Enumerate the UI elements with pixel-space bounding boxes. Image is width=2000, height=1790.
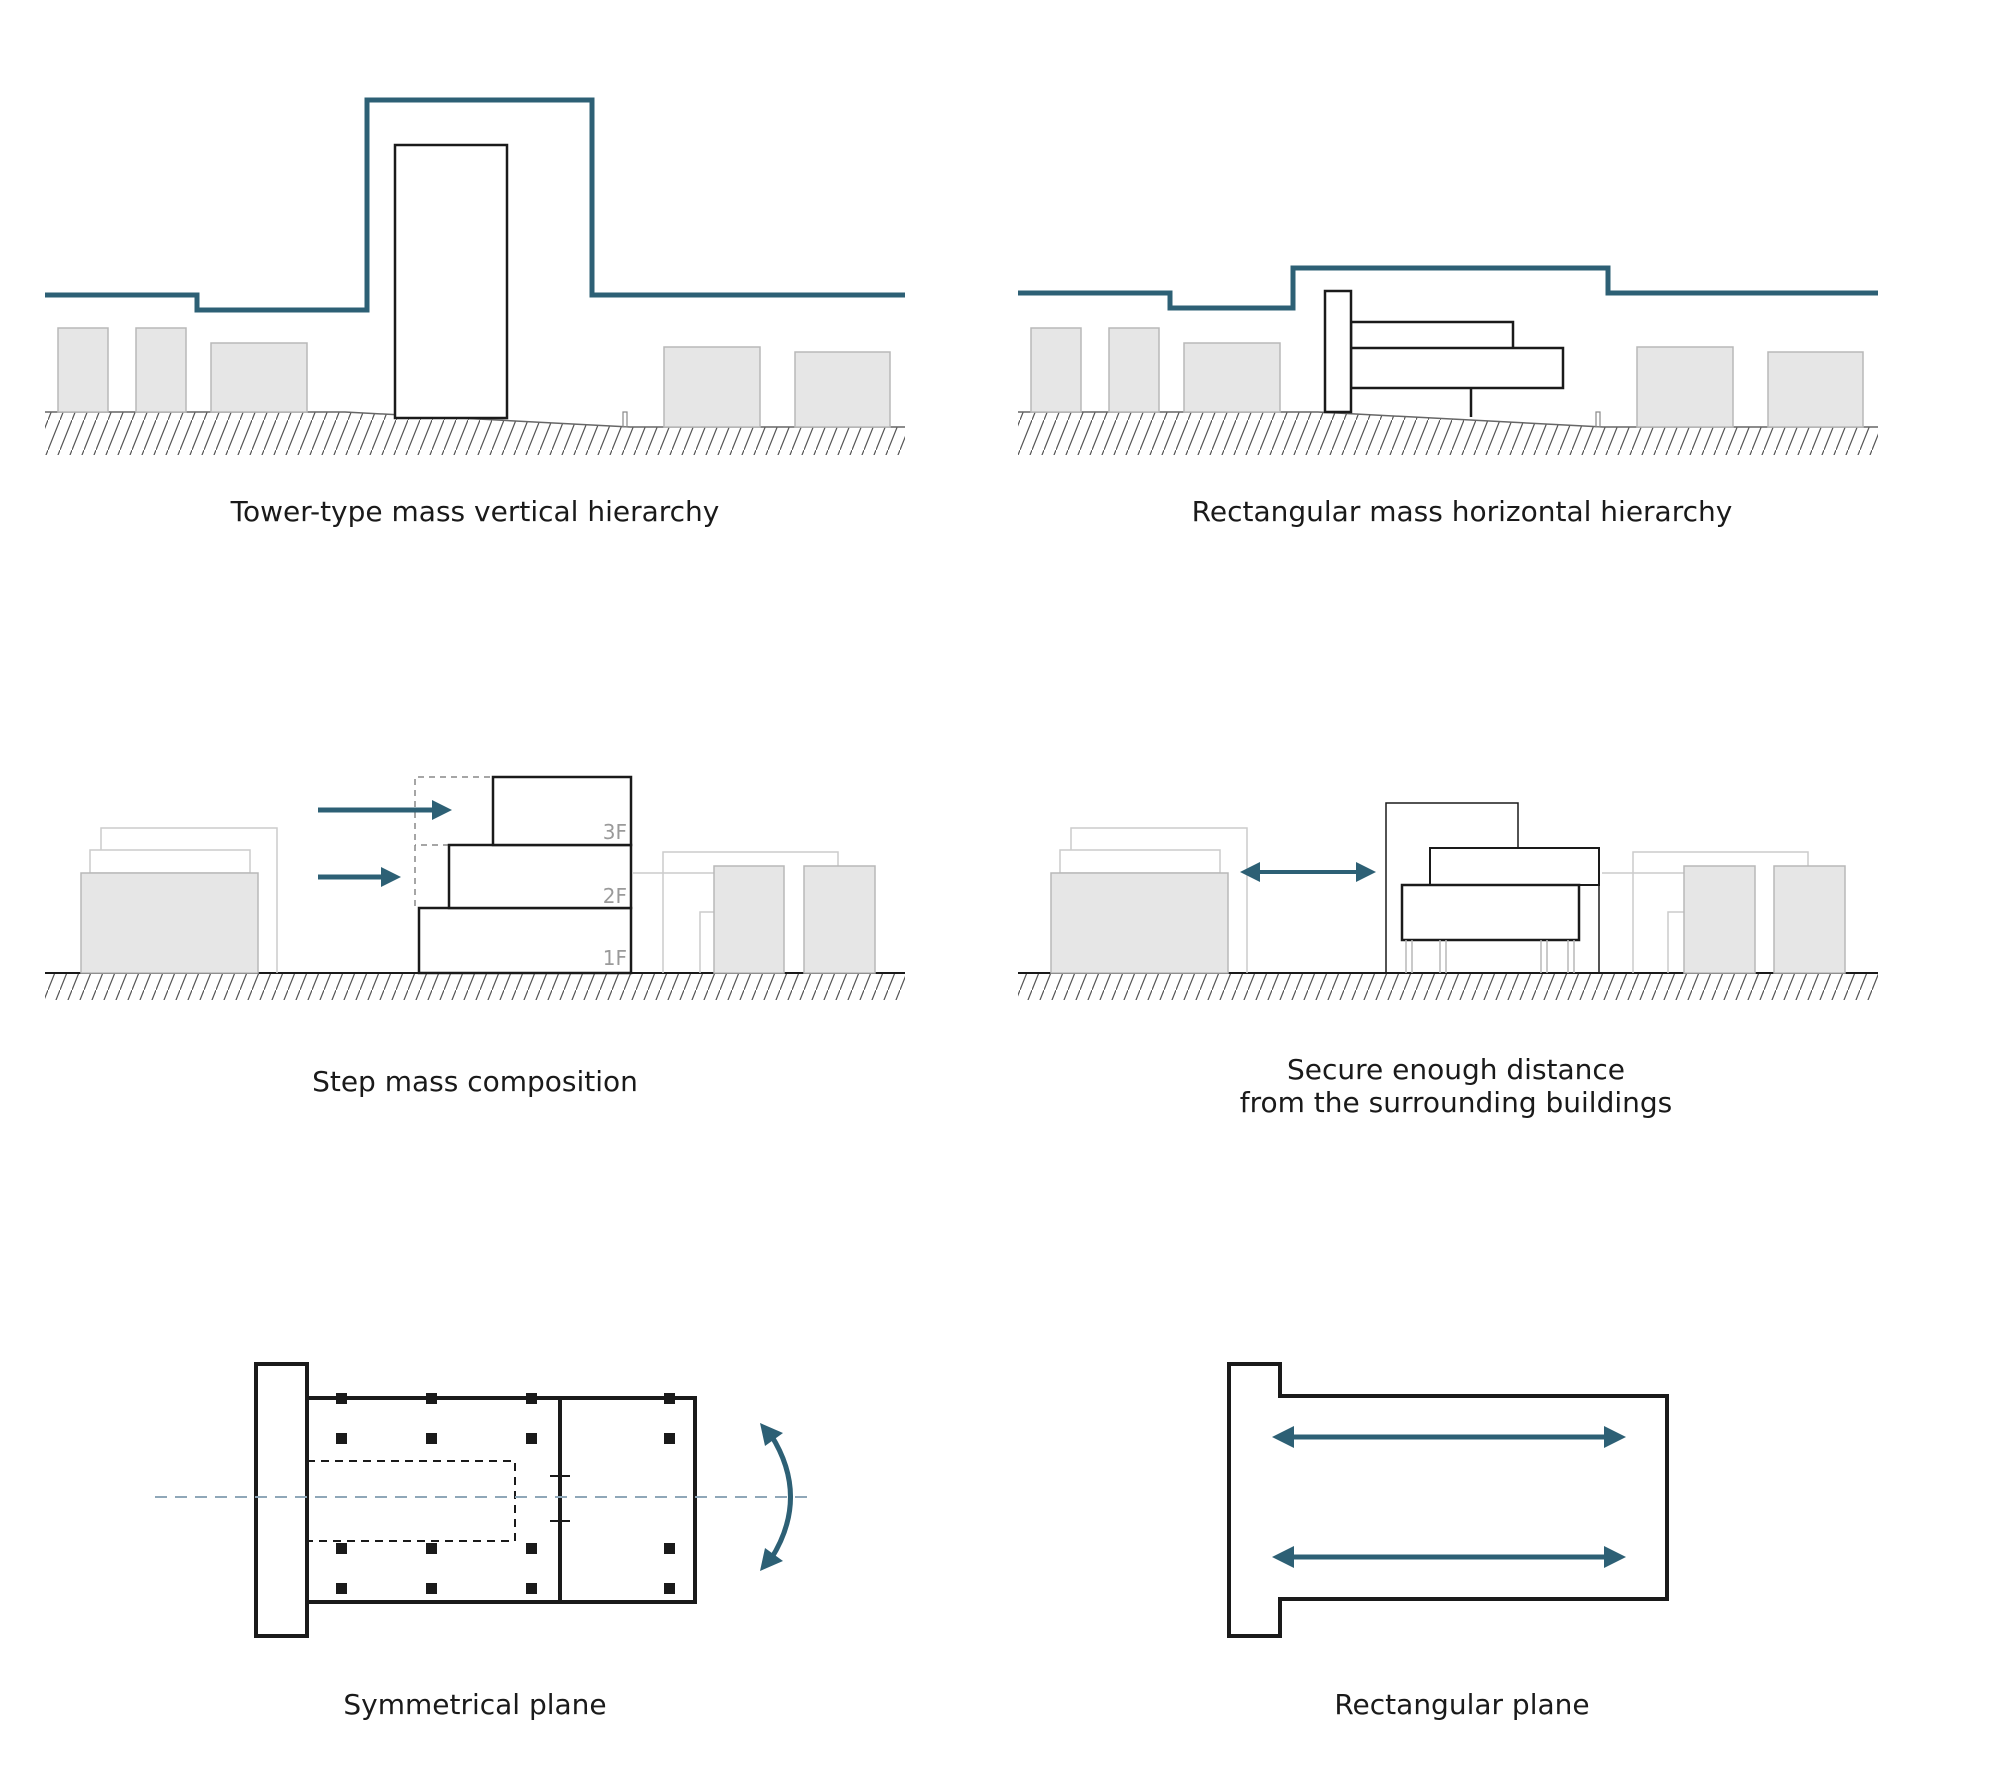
neighbor-building xyxy=(1183,342,1281,413)
column-grid xyxy=(336,1393,675,1594)
main-hall xyxy=(305,1396,562,1604)
panel-symmetrical-plane: Symmetrical plane xyxy=(155,1362,815,1721)
horizontal-mass xyxy=(1323,289,1565,417)
neighbor-cluster-left xyxy=(1050,827,1248,974)
neighbor-building xyxy=(713,865,785,974)
ground-hatch xyxy=(1018,972,1878,1000)
arrow-upper xyxy=(318,800,452,820)
span-arrow-upper xyxy=(1272,1426,1626,1448)
skyline-profile xyxy=(45,97,905,313)
neighbor-buildings xyxy=(1030,327,1864,428)
panel-rectangular-plane: Rectangular plane xyxy=(1227,1362,1669,1721)
neighbor-building xyxy=(1683,865,1756,974)
panel-rect-horizontal-hierarchy: Rectangular mass horizontal hierarchy xyxy=(1018,265,1878,528)
upper-slab xyxy=(1349,320,1515,351)
vertical-core xyxy=(1323,289,1353,414)
caption-rect-plane: Rectangular plane xyxy=(1334,1688,1589,1721)
neighbor-building xyxy=(1767,351,1864,428)
inner-dashed-zone xyxy=(307,1460,516,1542)
arrow-lower xyxy=(318,867,401,887)
floor-2 xyxy=(447,843,633,910)
skyline-profile xyxy=(1018,265,1878,311)
caption-step: Step mass composition xyxy=(312,1065,638,1098)
ground-hatch xyxy=(1018,411,1878,455)
neighbor-cluster-left xyxy=(80,827,278,974)
rear-hall xyxy=(558,1396,697,1604)
neighbor-building xyxy=(663,346,761,428)
neighbor-building xyxy=(803,865,876,974)
wall-ticks xyxy=(550,1475,570,1522)
neighbor-building xyxy=(80,872,259,974)
site-post xyxy=(1595,411,1601,428)
distance-arrow xyxy=(1240,862,1376,882)
floor-label-2f: 2F xyxy=(603,884,627,908)
ground-hatch xyxy=(45,411,905,455)
caption-symmetrical: Symmetrical plane xyxy=(343,1688,606,1721)
panel-secure-distance: Secure enough distance from the surround… xyxy=(1018,802,1878,1119)
tower-mass xyxy=(393,143,509,420)
neighbor-buildings xyxy=(57,327,891,428)
site-post xyxy=(622,411,628,428)
floor-label-3f: 3F xyxy=(603,820,627,844)
span-arrow-lower xyxy=(1272,1546,1626,1568)
panel-tower-vertical-hierarchy: Tower-type mass vertical hierarchy xyxy=(45,97,905,528)
rect-plane-outline xyxy=(1227,1362,1669,1638)
neighbor-building xyxy=(1030,327,1082,413)
floor-1 xyxy=(417,906,633,975)
caption-distance-line2: from the surrounding buildings xyxy=(1240,1086,1673,1119)
neighbor-building xyxy=(1108,327,1160,413)
neighbor-cluster-right xyxy=(1602,851,1846,974)
neighbor-building xyxy=(794,351,891,428)
caption-distance-line1: Secure enough distance xyxy=(1287,1053,1625,1086)
floor-label-1f: 1F xyxy=(603,946,627,970)
central-building xyxy=(1385,802,1600,973)
ground-hatch xyxy=(45,972,905,1000)
panel-step-mass: 3F 2F 1F Step mass composition xyxy=(45,775,905,1098)
neighbor-building xyxy=(135,327,187,413)
caption-rect-horizontal: Rectangular mass horizontal hierarchy xyxy=(1192,495,1733,528)
step-mass xyxy=(417,775,633,975)
rotation-arrow xyxy=(760,1423,793,1571)
entrance-block xyxy=(254,1362,309,1638)
neighbor-building xyxy=(1773,865,1846,974)
neighbor-building xyxy=(1050,872,1229,974)
floor-3 xyxy=(491,775,633,847)
neighbor-cluster-right xyxy=(633,851,876,974)
middle-slab xyxy=(1349,346,1565,390)
neighbor-building xyxy=(1636,346,1734,428)
neighbor-building xyxy=(210,342,308,413)
caption-tower: Tower-type mass vertical hierarchy xyxy=(230,495,720,528)
neighbor-building xyxy=(57,327,109,413)
